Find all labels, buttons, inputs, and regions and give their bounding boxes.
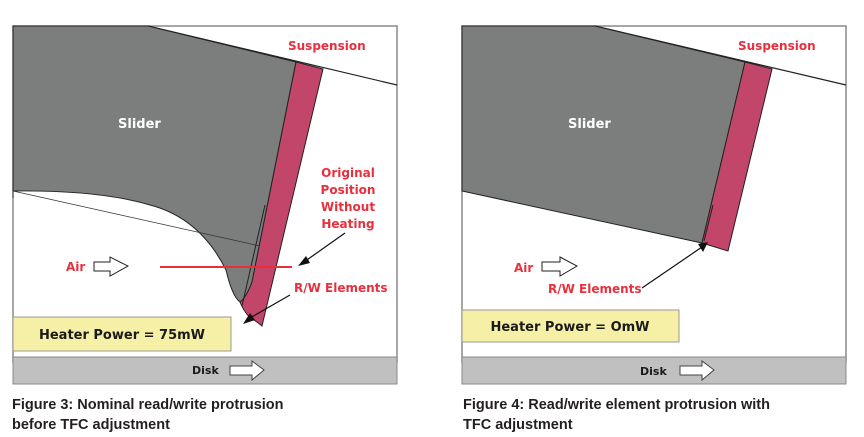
original-position-label-line-1: Original <box>321 166 375 180</box>
suspension-label: Suspension <box>288 39 366 53</box>
disk-label: Disk <box>192 364 219 377</box>
air-label: Air <box>66 260 85 274</box>
rw-elements-label: R/W Elements <box>548 282 642 296</box>
arrowhead-icon <box>243 313 255 324</box>
disk-label: Disk <box>640 365 667 378</box>
figure-3-caption: Figure 3: Nominal read/write protrusion … <box>12 395 342 435</box>
original-position-arrow <box>303 232 346 263</box>
heater-power-label: Heater Power = 75mW <box>39 328 205 343</box>
air-arrow-icon <box>541 256 579 277</box>
suspension-label: Suspension <box>738 39 816 53</box>
suspension-strip <box>239 61 324 327</box>
original-position-label-line-2: Position <box>321 183 376 197</box>
original-position-label-line-4: Heating <box>321 217 374 231</box>
rw-elements-label: R/W Elements <box>294 281 388 295</box>
figure-4-caption: Figure 4: Read/write element protrusion … <box>463 395 823 435</box>
caption-line-1: Figure 3: Nominal read/write protrusion <box>12 397 284 413</box>
slider-label: Slider <box>118 117 161 132</box>
disk-direction-arrow-icon <box>679 360 715 382</box>
heater-power-label: Heater Power = OmW <box>490 320 649 335</box>
air-label: Air <box>514 261 533 275</box>
rw-element-line <box>703 204 714 242</box>
rw-elements-arrow <box>249 294 291 319</box>
arrowhead-icon <box>298 256 310 266</box>
rw-element-line <box>241 204 266 307</box>
disk-bar <box>12 356 398 385</box>
original-bottom-line <box>12 190 279 251</box>
caption-line-2: TFC adjustment <box>463 417 573 433</box>
suspension-strip <box>701 61 773 252</box>
heater-power-box <box>12 316 232 352</box>
air-arrow-icon <box>93 256 130 277</box>
caption-line-1: Figure 4: Read/write element protrusion … <box>463 397 770 413</box>
figure-4: Suspension Slider Air R/W Elements Heate… <box>432 0 864 437</box>
disk-bar <box>461 356 847 385</box>
caption-line-2: before TFC adjustment <box>12 417 170 433</box>
figure-4-diagram: Suspension Slider Air R/W Elements Heate… <box>461 25 847 385</box>
rw-elements-arrow <box>641 246 703 289</box>
arrowhead-icon <box>698 242 708 252</box>
figure-3-diagram: Suspension Slider Original Position With… <box>12 25 398 385</box>
slider-label: Slider <box>568 117 611 132</box>
original-position-label-line-3: Without <box>321 200 375 214</box>
disk-direction-arrow-icon <box>229 360 265 382</box>
heater-power-box <box>461 309 680 343</box>
figure-3: Suspension Slider Original Position With… <box>12 25 398 435</box>
